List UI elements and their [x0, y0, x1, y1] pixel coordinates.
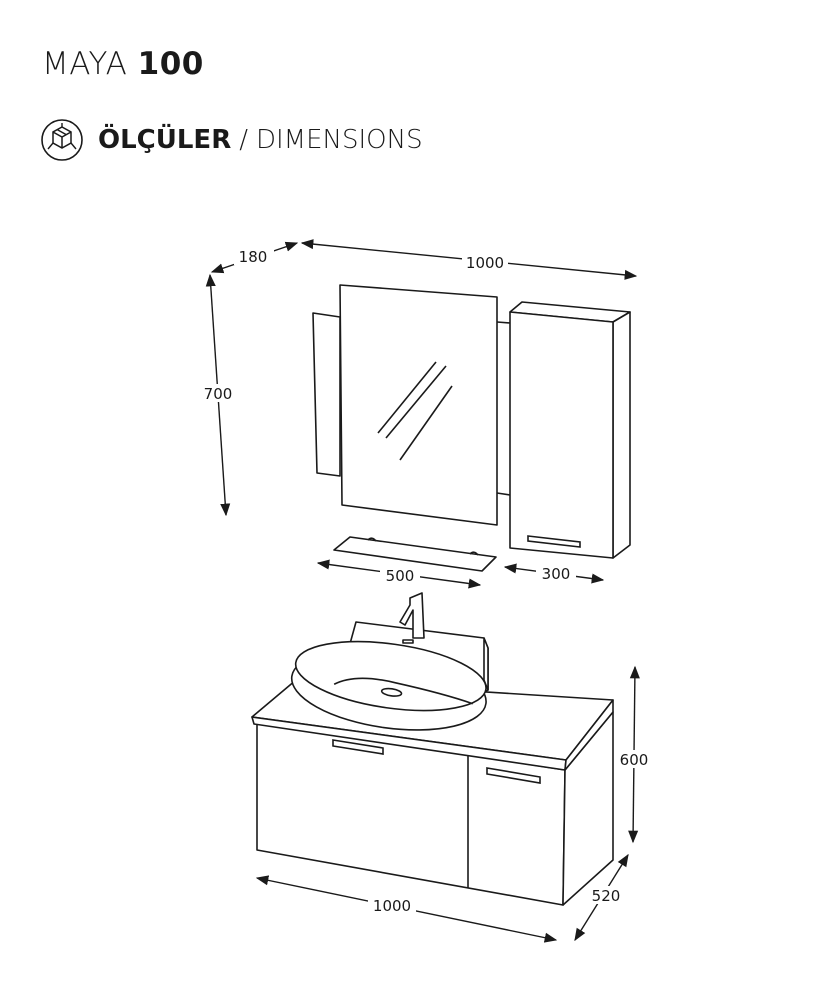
washbasin — [290, 592, 489, 731]
heading-primary: ÖLÇÜLER — [98, 125, 232, 155]
dim-label-base-depth: 520 — [592, 887, 621, 905]
heading-separator: / — [239, 125, 248, 155]
side-panel — [312, 312, 341, 477]
dim-label-mirror-depth: 180 — [239, 248, 268, 266]
product-size: 100 — [137, 46, 204, 82]
overflow — [402, 639, 414, 644]
mirror — [339, 284, 498, 526]
dim-label-mirror-height: 700 — [204, 385, 233, 403]
back-panel-right — [496, 321, 511, 496]
product-title: MAYA 100 — [42, 46, 204, 82]
dimensions-cube-icon — [41, 119, 83, 161]
dim-label-base-width: 1000 — [373, 897, 411, 915]
door-handle-left — [332, 739, 384, 755]
heading-secondary: DIMENSIONS — [255, 125, 423, 155]
dim-label-cabinet-width: 300 — [542, 565, 571, 583]
door-handle-right — [486, 767, 541, 784]
section-heading: ÖLÇÜLER / DIMENSIONS — [40, 118, 423, 162]
dim-label-top-width: 1000 — [466, 254, 504, 272]
wall-cabinet — [509, 301, 631, 559]
dim-label-shelf-width: 500 — [386, 567, 415, 585]
cabinet-handle — [527, 535, 581, 548]
faucet — [399, 592, 425, 639]
dim-label-base-height: 600 — [620, 751, 649, 769]
product-model: MAYA — [42, 46, 128, 82]
glass-shelf — [333, 536, 497, 572]
